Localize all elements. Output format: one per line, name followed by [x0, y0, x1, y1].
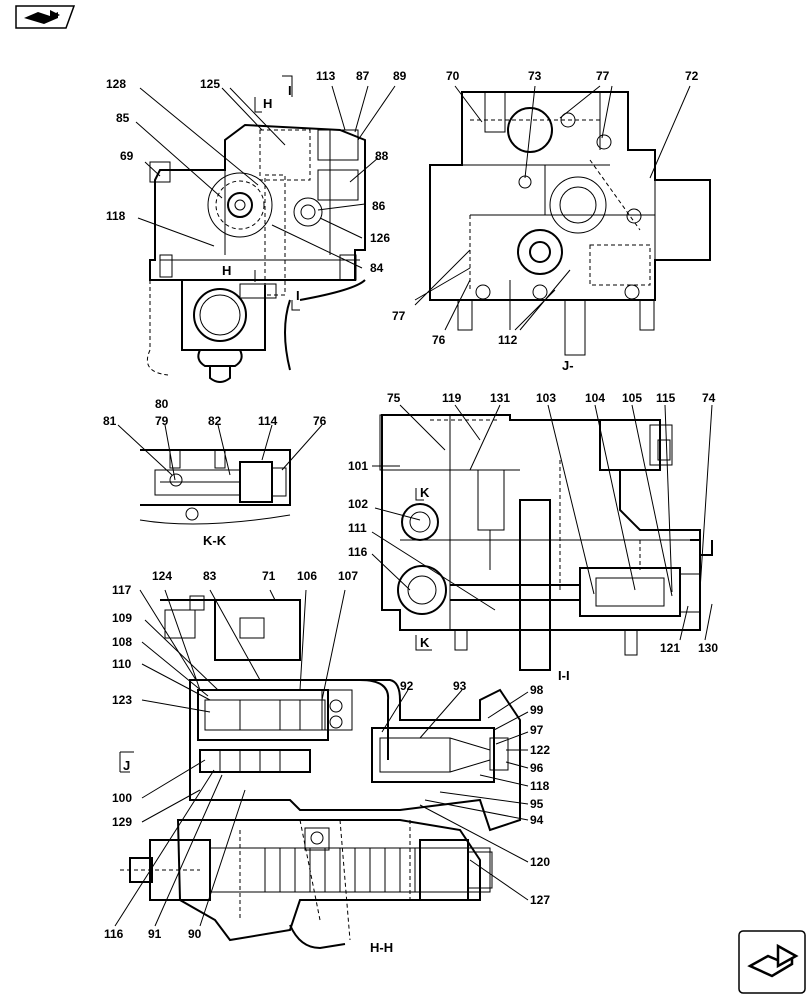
- part-label[interactable]: 77: [596, 69, 610, 83]
- top-left-view: [135, 75, 396, 383]
- part-label[interactable]: 122: [530, 743, 550, 757]
- part-label[interactable]: 88: [375, 149, 389, 163]
- part-label[interactable]: 125: [200, 77, 220, 91]
- section-i-top: I: [288, 83, 292, 98]
- part-label[interactable]: 114: [258, 414, 278, 428]
- part-label[interactable]: 86: [372, 199, 386, 213]
- part-label[interactable]: 75: [387, 391, 401, 405]
- part-label[interactable]: 109: [112, 611, 132, 625]
- part-label[interactable]: 83: [203, 569, 217, 583]
- part-label[interactable]: 124: [152, 569, 172, 583]
- part-label[interactable]: 129: [112, 815, 132, 829]
- part-label[interactable]: 113: [316, 69, 336, 83]
- part-label[interactable]: 98: [530, 683, 544, 697]
- book-open-arrow-icon: [738, 930, 806, 994]
- part-label[interactable]: 71: [262, 569, 276, 583]
- part-label[interactable]: 115: [656, 391, 676, 405]
- section-h-mid: H: [222, 263, 231, 278]
- top-right-view: [414, 85, 711, 356]
- part-label[interactable]: 101: [348, 459, 368, 473]
- part-label[interactable]: 111: [348, 521, 367, 535]
- section-i-mid: I: [296, 288, 300, 303]
- part-label[interactable]: 127: [530, 893, 550, 907]
- part-label[interactable]: 95: [530, 797, 544, 811]
- ii-view: [371, 404, 713, 671]
- section-h-top: H: [263, 96, 272, 111]
- section-k-up: K: [420, 485, 430, 500]
- part-label[interactable]: 126: [370, 231, 390, 245]
- part-label[interactable]: 70: [446, 69, 460, 83]
- view-hh-label: H-H: [370, 940, 393, 955]
- part-label[interactable]: 76: [432, 333, 446, 347]
- part-label[interactable]: 118: [106, 209, 126, 223]
- part-label[interactable]: 96: [530, 761, 544, 775]
- part-label[interactable]: 69: [120, 149, 134, 163]
- part-label[interactable]: 91: [148, 927, 162, 941]
- part-label[interactable]: 80: [155, 397, 169, 411]
- section-j-arrow: J: [123, 758, 130, 773]
- part-label[interactable]: 93: [453, 679, 467, 693]
- part-label[interactable]: 112: [498, 333, 518, 347]
- part-label[interactable]: 121: [660, 641, 680, 655]
- part-label[interactable]: 131: [490, 391, 510, 405]
- part-label[interactable]: 128: [106, 77, 126, 91]
- part-label[interactable]: 92: [400, 679, 414, 693]
- part-label[interactable]: 94: [530, 813, 544, 827]
- hh-view: [114, 589, 529, 950]
- view-kk-label: K-K: [203, 533, 227, 548]
- part-label[interactable]: 104: [585, 391, 605, 405]
- part-label[interactable]: 81: [103, 414, 117, 428]
- part-label[interactable]: 130: [698, 641, 718, 655]
- part-label[interactable]: 118: [530, 779, 550, 793]
- view-j-label: J-: [562, 358, 574, 373]
- part-label[interactable]: 73: [528, 69, 542, 83]
- view-ii-label: I-I: [558, 668, 570, 683]
- part-label[interactable]: 99: [530, 703, 544, 717]
- part-label[interactable]: 85: [116, 111, 130, 125]
- part-label[interactable]: 72: [685, 69, 699, 83]
- part-label[interactable]: 108: [112, 635, 132, 649]
- part-label[interactable]: 87: [356, 69, 370, 83]
- part-label[interactable]: 123: [112, 693, 132, 707]
- book-open-arrow-icon: [15, 5, 76, 29]
- part-label[interactable]: 120: [530, 855, 550, 869]
- part-label[interactable]: 79: [155, 414, 169, 428]
- part-label[interactable]: 105: [622, 391, 642, 405]
- section-labels: H I H I J- K-K K K I-I J H-H: [123, 83, 574, 955]
- part-label[interactable]: 110: [112, 657, 132, 671]
- part-label[interactable]: 106: [297, 569, 317, 583]
- part-label[interactable]: 76: [313, 414, 327, 428]
- part-label[interactable]: 90: [188, 927, 202, 941]
- part-label[interactable]: 89: [393, 69, 407, 83]
- part-number-labels: 128 125 113 87 89 70 73 77 72 85 69 88 8…: [103, 69, 718, 941]
- top-nav-button[interactable]: [14, 4, 76, 30]
- section-k-down: K: [420, 635, 430, 650]
- part-label[interactable]: 107: [338, 569, 358, 583]
- part-label[interactable]: 74: [702, 391, 716, 405]
- part-label[interactable]: 100: [112, 791, 132, 805]
- part-label[interactable]: 97: [530, 723, 544, 737]
- part-label[interactable]: 116: [348, 545, 368, 559]
- bottom-nav-button[interactable]: [738, 930, 806, 994]
- kk-view: [117, 424, 323, 525]
- part-label[interactable]: 119: [442, 391, 462, 405]
- part-label[interactable]: 84: [370, 261, 384, 275]
- part-label[interactable]: 82: [208, 414, 222, 428]
- part-label[interactable]: 77: [392, 309, 406, 323]
- part-label[interactable]: 102: [348, 497, 368, 511]
- part-label[interactable]: 117: [112, 583, 132, 597]
- part-label[interactable]: 116: [104, 927, 124, 941]
- part-label[interactable]: 103: [536, 391, 556, 405]
